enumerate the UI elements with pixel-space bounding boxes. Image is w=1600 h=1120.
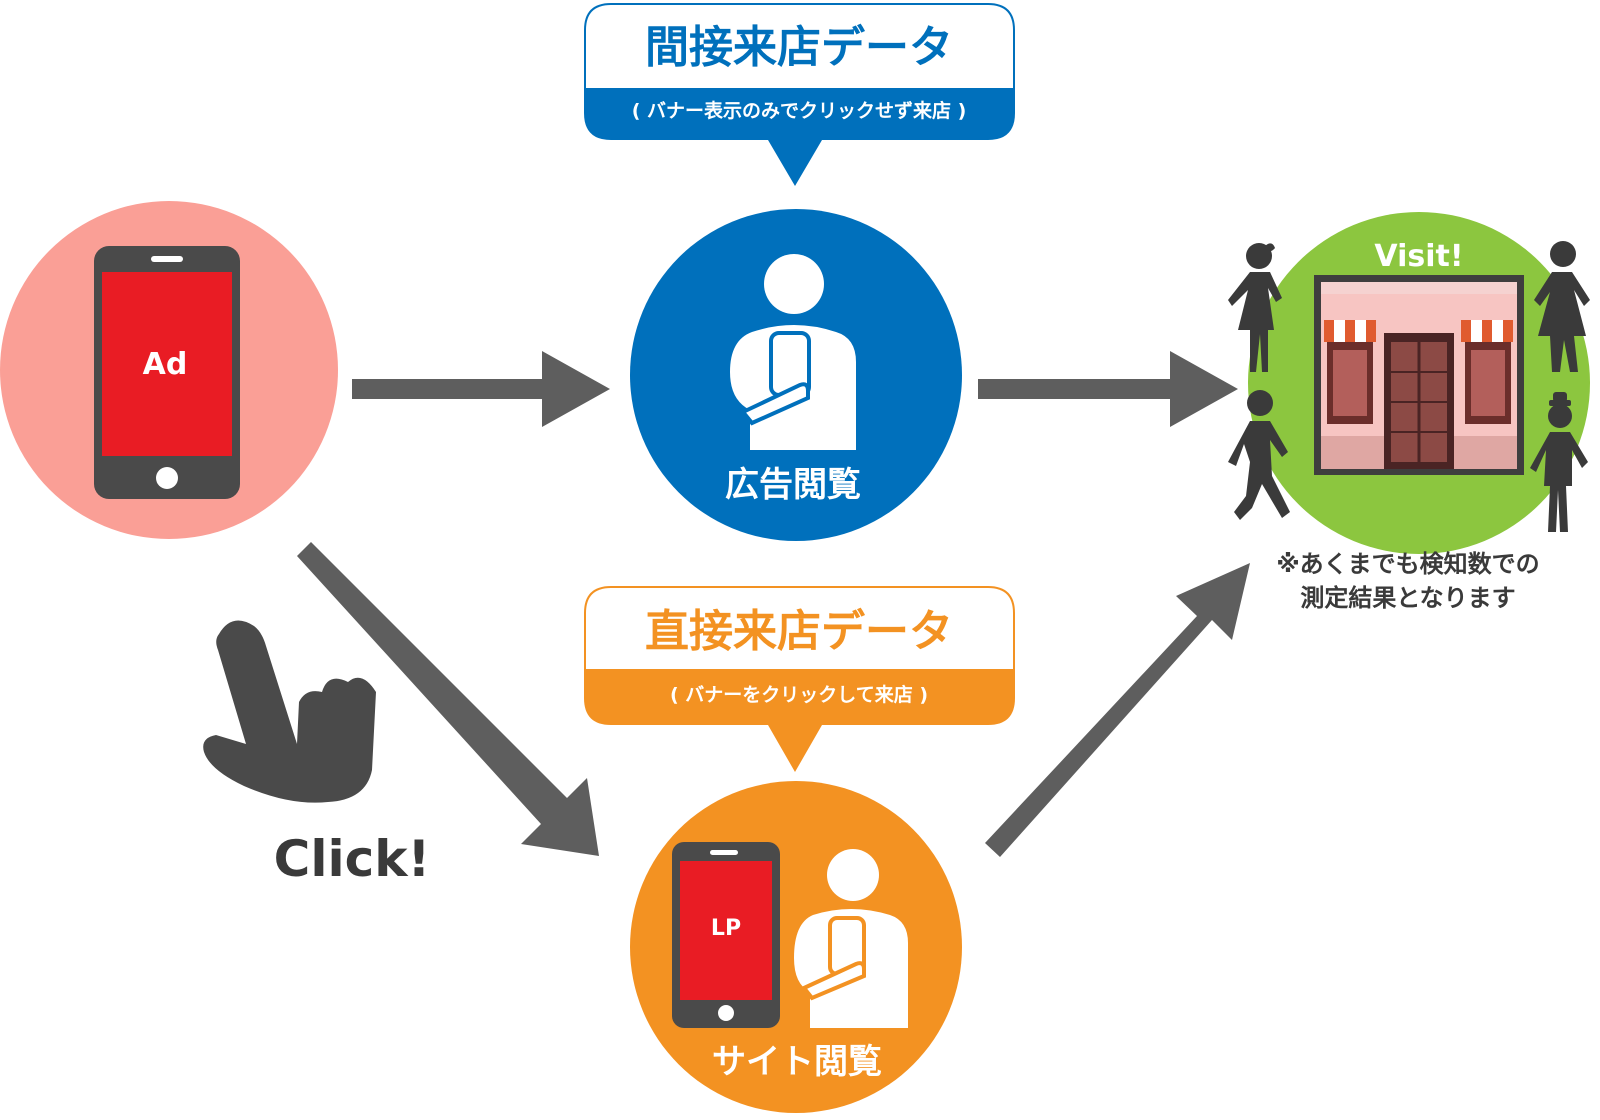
ad-screen-label: Ad	[143, 347, 188, 382]
note-line-2: 測定結果となります	[1300, 584, 1515, 612]
smartphone-icon	[94, 246, 240, 499]
person-holding-phone-icon	[794, 849, 908, 1028]
click-label: Click!	[274, 830, 431, 888]
awning	[1324, 320, 1376, 342]
person-holding-phone-icon	[730, 254, 856, 450]
arrow-view-to-store	[978, 351, 1238, 427]
storefront-icon	[1314, 275, 1524, 475]
pointing-hand-icon	[203, 620, 376, 803]
visit-label: Visit!	[1374, 239, 1463, 274]
site-view-node: LP サイト閲覧	[630, 781, 962, 1113]
indirect-visit-subtitle: ( バナー表示のみでクリックせず来店 )	[632, 99, 967, 122]
pedestrian-icon	[1530, 392, 1588, 532]
ad-phone-node: Ad	[0, 201, 338, 539]
ad-view-node: 広告閲覧	[630, 209, 962, 541]
site-view-label: サイト閲覧	[712, 1042, 882, 1082]
direct-visit-callout: 直接来店データ ( バナーをクリックして来店 )	[584, 586, 1015, 772]
flow-arrows	[297, 351, 1250, 857]
pedestrian-icon	[1228, 390, 1290, 520]
indirect-visit-title: 間接来店データ	[645, 22, 953, 73]
direct-visit-title: 直接来店データ	[645, 606, 953, 657]
arrow-ad-to-view	[352, 351, 610, 427]
pedestrian-icon	[1534, 241, 1590, 372]
direct-visit-subtitle: ( バナーをクリックして来店 )	[670, 683, 928, 706]
note-line-1: ※あくまでも検知数での	[1276, 550, 1539, 578]
arrow-ad-to-site	[297, 542, 599, 856]
arrow-site-to-store	[985, 563, 1250, 857]
store-visit-node: Visit!	[1248, 212, 1590, 554]
pedestrian-icon	[1228, 243, 1282, 372]
awning	[1461, 320, 1513, 342]
site-screen-label: LP	[711, 916, 741, 941]
indirect-visit-callout: 間接来店データ ( バナー表示のみでクリックせず来店 )	[584, 3, 1015, 186]
ad-view-label: 広告閲覧	[725, 465, 861, 505]
smartphone-icon	[672, 842, 780, 1028]
